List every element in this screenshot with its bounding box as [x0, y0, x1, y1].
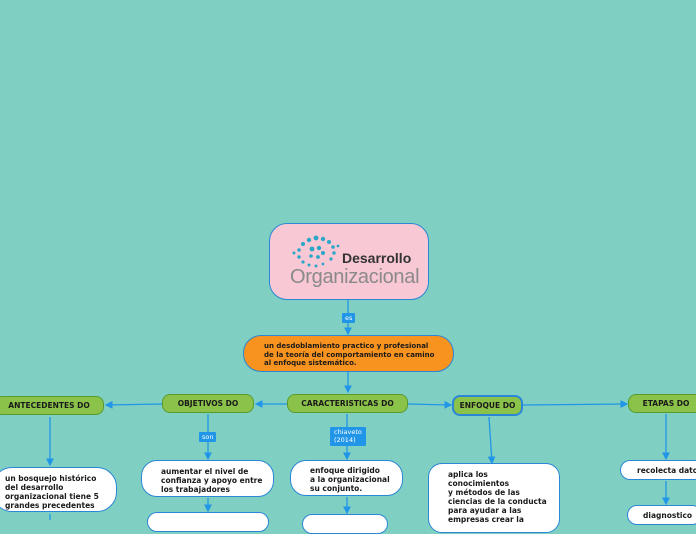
detail-etapas-diagnostico-text: diagnostico: [643, 511, 693, 520]
connector-lines: [46, 300, 670, 520]
link-label-son[interactable]: son: [199, 432, 217, 442]
detail-caracteristicas-text: enfoque dirigido a la organizacional su …: [310, 466, 390, 493]
link-label-chiaveto[interactable]: chiaveto (2014): [330, 427, 366, 446]
definition-text: un desdoblamiento practico y profesional…: [264, 342, 435, 367]
branch-caracteristicas[interactable]: CARACTERISTICAS DO: [287, 394, 408, 413]
detail-etapas-recolecta-text: recolecta datos: [637, 466, 696, 475]
detail-etapas-recolecta[interactable]: recolecta datos: [620, 460, 696, 480]
detail-objetivos-text: aumentar el nivel de confianza y apoyo e…: [161, 467, 263, 494]
detail-caracteristicas[interactable]: enfoque dirigido a la organizacional su …: [290, 460, 403, 496]
detail-antecedentes[interactable]: un bosquejo histórico del desarrollo org…: [0, 467, 117, 512]
detail-etapas-diagnostico[interactable]: diagnostico: [627, 505, 696, 525]
central-title-line2: Organizacional: [290, 266, 420, 288]
detail-antecedentes-text: un bosquejo histórico del desarrollo org…: [5, 474, 99, 510]
branch-etapas[interactable]: ETAPAS DO: [628, 394, 696, 413]
detail-enfoque[interactable]: aplica los conocimientos y métodos de la…: [428, 463, 560, 533]
branch-objetivos[interactable]: OBJETIVOS DO: [162, 394, 254, 413]
branch-enfoque[interactable]: ENFOQUE DO: [452, 395, 523, 416]
branch-antecedentes[interactable]: ANTECEDENTES DO: [0, 396, 104, 415]
central-topic[interactable]: Desarrollo Organizacional: [269, 223, 429, 300]
detail-objetivos-next[interactable]: [147, 512, 269, 532]
detail-enfoque-text: aplica los conocimientos y métodos de la…: [448, 470, 547, 524]
central-title-line1: Desarrollo: [342, 250, 412, 266]
detail-objetivos[interactable]: aumentar el nivel de confianza y apoyo e…: [141, 460, 274, 497]
definition-node[interactable]: un desdoblamiento practico y profesional…: [243, 335, 454, 372]
dotted-swirl-logo: [292, 235, 340, 268]
link-label-es[interactable]: es: [342, 313, 356, 323]
detail-caracteristicas-next[interactable]: [302, 514, 388, 534]
